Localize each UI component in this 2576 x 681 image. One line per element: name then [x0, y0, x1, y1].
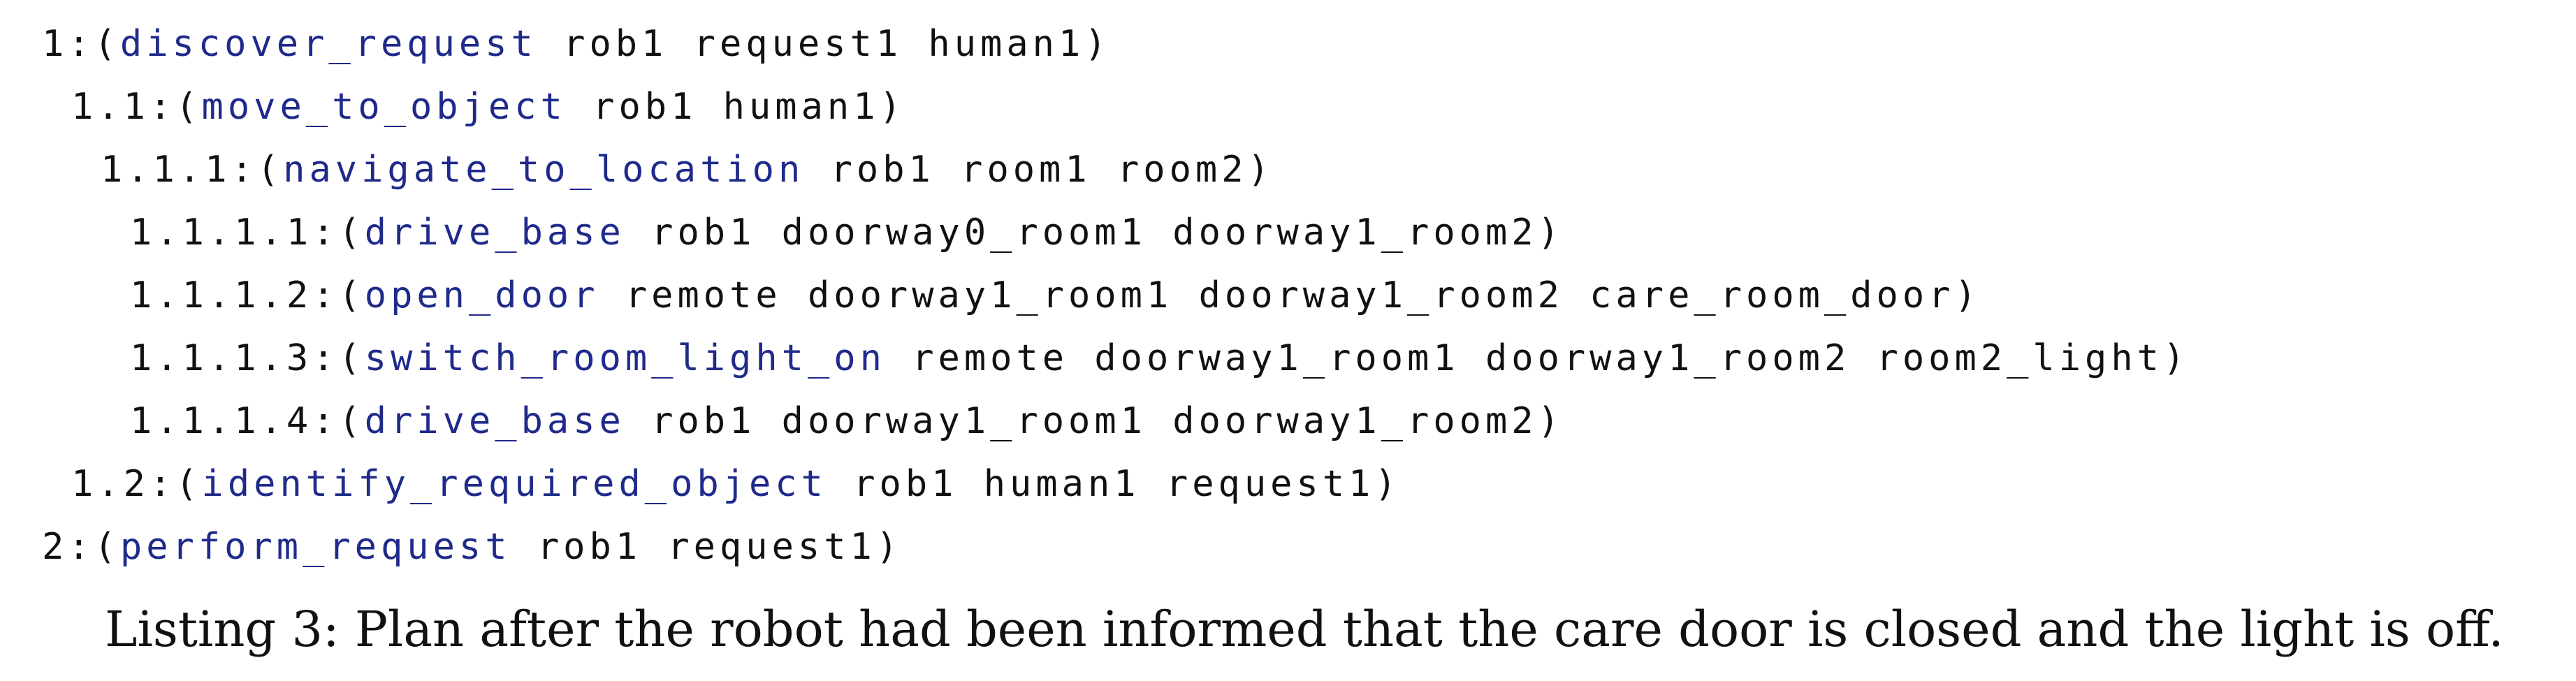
operator-name: identify_required_object [201, 463, 827, 505]
step-number: 1.2:( [71, 463, 202, 505]
operator-name: navigate_to_location [283, 149, 805, 191]
operator-args: rob1 doorway1_room1 doorway1_room2) [625, 400, 1564, 442]
operator-args: rob1 room1 room2) [804, 149, 1274, 191]
listing-line: 2:(perform_request rob1 request1) [42, 515, 2189, 578]
operator-args: rob1 human1 request1) [827, 463, 1401, 505]
operator-name: drive_base [364, 400, 625, 442]
listing-line: 1.1.1.4:(drive_base rob1 doorway1_room1 … [42, 390, 2189, 453]
step-number: 1.1:( [71, 86, 202, 128]
operator-args: rob1 request1) [511, 526, 903, 568]
listing-line: 1.2:(identify_required_object rob1 human… [42, 453, 2189, 515]
operator-name: discover_request [119, 23, 537, 65]
step-number: 1.1.1.3:( [130, 337, 365, 379]
operator-name: drive_base [364, 212, 625, 254]
operator-name: move_to_object [201, 86, 567, 128]
step-number: 2:( [42, 526, 120, 568]
operator-name: switch_room_light_on [364, 337, 886, 379]
operator-args: rob1 doorway0_room1 doorway1_room2) [625, 212, 1564, 254]
listing-line: 1.1:(move_to_object rob1 human1) [42, 75, 2189, 138]
operator-args: rob1 request1 human1) [537, 23, 1111, 65]
operator-name: open_door [364, 274, 599, 316]
operator-name: perform_request [119, 526, 511, 568]
step-number: 1.1.1:( [101, 149, 284, 191]
step-number: 1:( [42, 23, 120, 65]
operator-args: remote doorway1_room1 doorway1_room2 roo… [885, 337, 2190, 379]
listing-line: 1:(discover_request rob1 request1 human1… [42, 13, 2189, 75]
operator-args: rob1 human1) [566, 86, 905, 128]
operator-args: remote doorway1_room1 doorway1_room2 car… [599, 274, 1981, 316]
listing-line: 1.1.1:(navigate_to_location rob1 room1 r… [42, 138, 2189, 201]
listing-line: 1.1.1.1:(drive_base rob1 doorway0_room1 … [42, 201, 2189, 264]
listing-line: 1.1.1.2:(open_door remote doorway1_room1… [42, 264, 2189, 327]
listing-caption: Listing 3: Plan after the robot had been… [105, 601, 2504, 658]
step-number: 1.1.1.4:( [130, 400, 365, 442]
listing-line: 1.1.1.3:(switch_room_light_on remote doo… [42, 327, 2189, 390]
step-number: 1.1.1.2:( [130, 274, 365, 316]
code-listing: 1:(discover_request rob1 request1 human1… [42, 13, 2189, 578]
step-number: 1.1.1.1:( [130, 212, 365, 254]
